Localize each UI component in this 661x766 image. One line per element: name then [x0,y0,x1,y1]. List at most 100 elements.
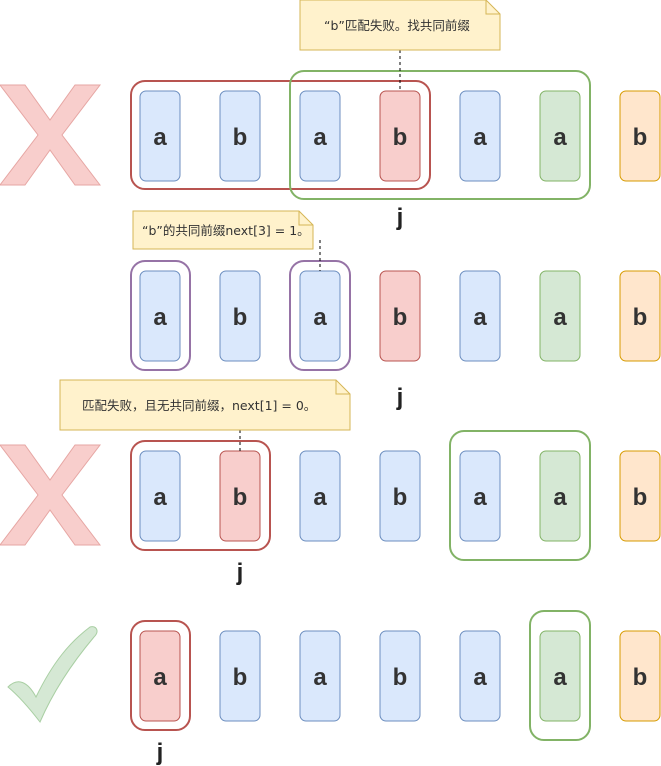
char-cell-label: a [553,484,567,511]
char-cell: b [379,630,421,722]
frame-prefix [130,260,191,371]
note-callout: “b”匹配失败。找共同前缀 [299,0,501,91]
fail-x-icon [0,84,102,186]
j-pointer-label: j [236,559,244,586]
char-cell-label: a [553,124,567,151]
frame-suffix [529,610,591,741]
note-text: “b”匹配失败。找共同前缀 [324,18,470,33]
char-cell: b [379,270,421,362]
char-cell: b [379,450,421,542]
note-box [132,210,314,250]
char-cell: a [539,630,581,722]
char-cell: a [459,90,501,182]
char-cell-label: a [473,664,487,691]
char-cell-box [219,270,261,362]
char-cell: b [219,630,261,722]
note-fold [485,0,500,15]
char-cell-box [459,90,501,182]
char-cell-box [139,90,181,182]
char-cell-label: b [633,124,648,151]
char-cell-box [379,450,421,542]
char-cell-box [299,630,341,722]
char-cell-box [379,90,421,182]
char-cell: a [459,450,501,542]
note-fold [298,211,313,226]
char-cell-label: b [233,484,248,511]
note-fold [335,380,350,395]
char-cell-label: a [473,304,487,331]
char-cell-label: b [233,304,248,331]
char-cell-box [459,630,501,722]
char-cell: a [539,90,581,182]
char-cell-box [539,630,581,722]
note-box [299,0,501,51]
char-cell-label: b [233,124,248,151]
char-cell-box [139,630,181,722]
char-cell: a [139,90,181,182]
char-cell-label: b [633,664,648,691]
note-box [59,379,351,431]
char-cell-label: b [233,664,248,691]
frame-prefix [130,440,271,551]
note-text: 匹配失败，且无共同前缀，next[1] = 0。 [82,398,316,413]
char-cell-label: a [313,664,327,691]
char-cell-label: a [553,304,567,331]
char-cell-box [139,270,181,362]
j-pointer-label: j [156,739,164,766]
char-cell-box [459,450,501,542]
char-cell-label: a [313,124,327,151]
char-cell-box [459,270,501,362]
char-cell-box [619,630,661,722]
char-cell-box [619,450,661,542]
char-cell-box [539,450,581,542]
frame-suffix [449,430,591,561]
char-cell: a [139,450,181,542]
char-cell: a [299,90,341,182]
char-cell-box [619,270,661,362]
char-cell: a [299,450,341,542]
char-cell-box [299,90,341,182]
char-cell-box [219,90,261,182]
char-cell-box [139,450,181,542]
char-cell-label: b [633,484,648,511]
char-cell-box [539,270,581,362]
char-cell: a [459,630,501,722]
note-callout: 匹配失败，且无共同前缀，next[1] = 0。 [59,379,351,451]
char-cell: a [299,270,341,362]
success-check-icon [7,626,98,723]
char-cell-box [299,450,341,542]
char-cell-label: a [473,484,487,511]
char-cell: b [219,450,261,542]
fail-x-icon [0,444,102,546]
char-cell: b [219,90,261,182]
char-cell-label: a [473,124,487,151]
char-cell-label: b [393,124,408,151]
char-cell-label: a [153,484,167,511]
char-cell-label: b [393,664,408,691]
char-cell: b [219,270,261,362]
char-cell: b [619,270,661,362]
char-cell: b [379,90,421,182]
char-cell-label: a [553,664,567,691]
char-cell-box [219,630,261,722]
char-cell: a [139,630,181,722]
char-cell-label: a [153,304,167,331]
frame-prefix [130,80,431,190]
j-pointer-label: j [396,384,404,411]
j-pointer-label: j [396,204,404,231]
char-cell: b [619,90,661,182]
char-cell-label: b [633,304,648,331]
char-cell-label: a [313,304,327,331]
char-cell: a [139,270,181,362]
char-cell-label: a [313,484,327,511]
char-cell-box [379,630,421,722]
note-text: “b”的共同前缀next[3] = 1。 [142,223,310,238]
char-cell-label: a [153,664,167,691]
frame-prefix [130,620,191,731]
char-cell-box [379,270,421,362]
char-cell: a [539,450,581,542]
char-cell-label: a [153,124,167,151]
char-cell: b [619,630,661,722]
char-cell: a [539,270,581,362]
